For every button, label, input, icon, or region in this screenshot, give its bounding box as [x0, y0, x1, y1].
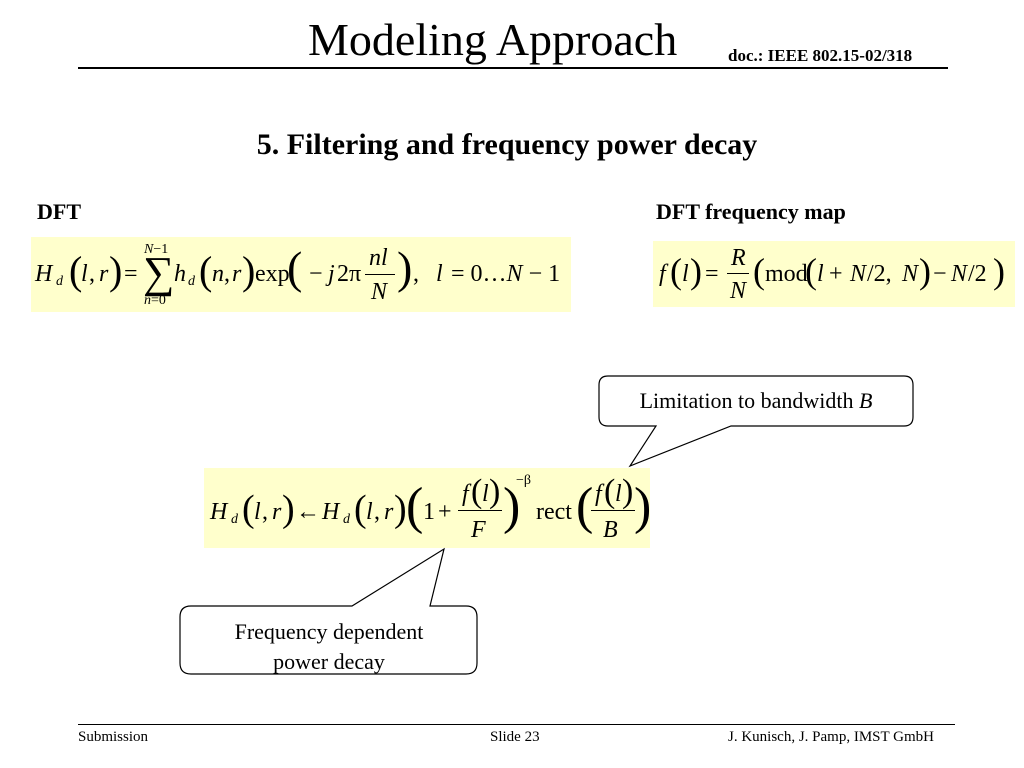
bandwidth-callout-bubble [598, 375, 914, 468]
bandwidth-callout-label: Limitation to bandwidth [639, 388, 859, 413]
decay-callout-text: Frequency dependent power decay [180, 617, 478, 677]
decay-callout-line-2: power decay [273, 649, 385, 674]
dft-frequency-map-label: DFT frequency map [656, 199, 846, 224]
bandwidth-variable: B [858, 388, 873, 413]
frequency-map-equation: f ( l ) = R N ( mod ( l + N /2, N ) − N … [653, 241, 1015, 307]
slide-subtitle: 5. Filtering and frequency power decay [256, 128, 758, 161]
slide-title: Modeling Approach [308, 14, 678, 65]
decay-callout-line-1: Frequency dependent [234, 619, 424, 644]
filter-equation: H d ( l , r ) ← H d ( l , r ) ( 1 + f ( … [204, 468, 651, 548]
dft-equation: H d ( l , r ) = N−1 ∑ n=0 h d ( n , r ) … [31, 237, 571, 312]
bandwidth-callout-text: Limitation to bandwidth B [598, 386, 914, 416]
doc-reference: doc.: IEEE 802.15-02/318 [728, 46, 913, 65]
footer-slide-number: Slide 23 [490, 729, 540, 745]
header-divider [78, 67, 948, 69]
footer-divider [78, 724, 955, 725]
footer-authors: J. Kunisch, J. Pamp, IMST GmbH [728, 729, 934, 745]
decay-callout-bubble [179, 547, 478, 675]
dft-label: DFT [37, 199, 81, 224]
footer-submission: Submission [78, 729, 149, 745]
